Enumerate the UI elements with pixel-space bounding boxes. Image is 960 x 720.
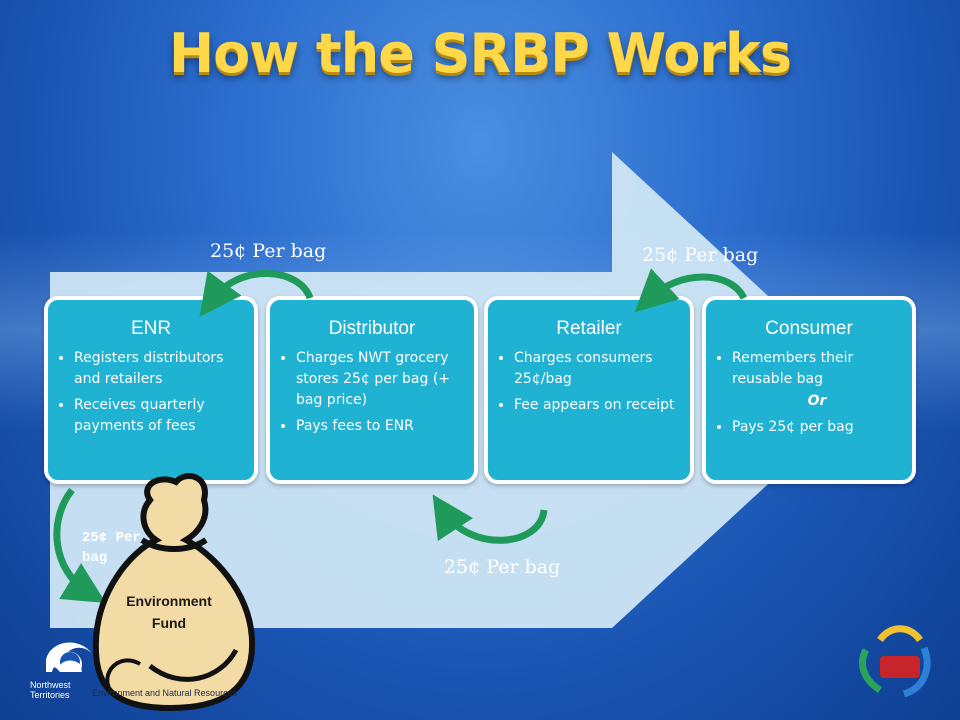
nwt-department: Environment and Natural Resources	[92, 688, 238, 698]
stage-bullet: Fee appears on receipt	[514, 395, 680, 416]
stage-title: Distributor	[328, 318, 416, 339]
nwt-logo-text: Northwest Territories	[30, 680, 71, 700]
stage-bullet: Receives quarterly payments of fees	[74, 395, 244, 437]
fund-label: Environment Fund	[124, 590, 214, 634]
stage-bullet: Pays 25¢ per bag	[732, 417, 902, 438]
or-separator: Or	[807, 393, 827, 409]
stage-box-consumer: Consumer Remembers their reusable bag Or…	[702, 296, 916, 484]
nwt-org-line2: Territories	[30, 690, 70, 700]
stage-bullet: Registers distributors and retailers	[74, 348, 244, 390]
stage-bullet: Remembers their reusable bag	[732, 348, 902, 390]
flow-label-enr-to-fund: 25¢ Per bag	[82, 530, 141, 566]
fund-label-line2: Fund	[151, 615, 187, 631]
stage-title: ENR	[130, 318, 172, 339]
slide-title: How the SRBP Works	[168, 22, 792, 85]
fund-label-line1: Environment	[126, 593, 212, 609]
stage-bullet: Charges NWT grocery stores 25¢ per bag (…	[296, 348, 464, 411]
stage-box-distributor: Distributor Charges NWT grocery stores 2…	[266, 296, 478, 484]
flow-label-distributor-to-enr: 25¢ Per bag	[210, 240, 327, 262]
stage-title: Consumer	[765, 318, 853, 339]
stage-title: Retailer	[556, 318, 622, 339]
stage-bullet: Pays fees to ENR	[296, 416, 464, 437]
stage-box-retailer: Retailer Charges consumers 25¢/bag Fee a…	[484, 296, 694, 484]
nwt-org-line1: Northwest	[30, 680, 71, 690]
flow-label-retailer-to-distributor: 25¢ Per bag	[444, 556, 561, 578]
flow-label-consumer-to-retailer: 25¢ Per bag	[642, 244, 759, 266]
stage-bullet: Charges consumers 25¢/bag	[514, 348, 680, 390]
